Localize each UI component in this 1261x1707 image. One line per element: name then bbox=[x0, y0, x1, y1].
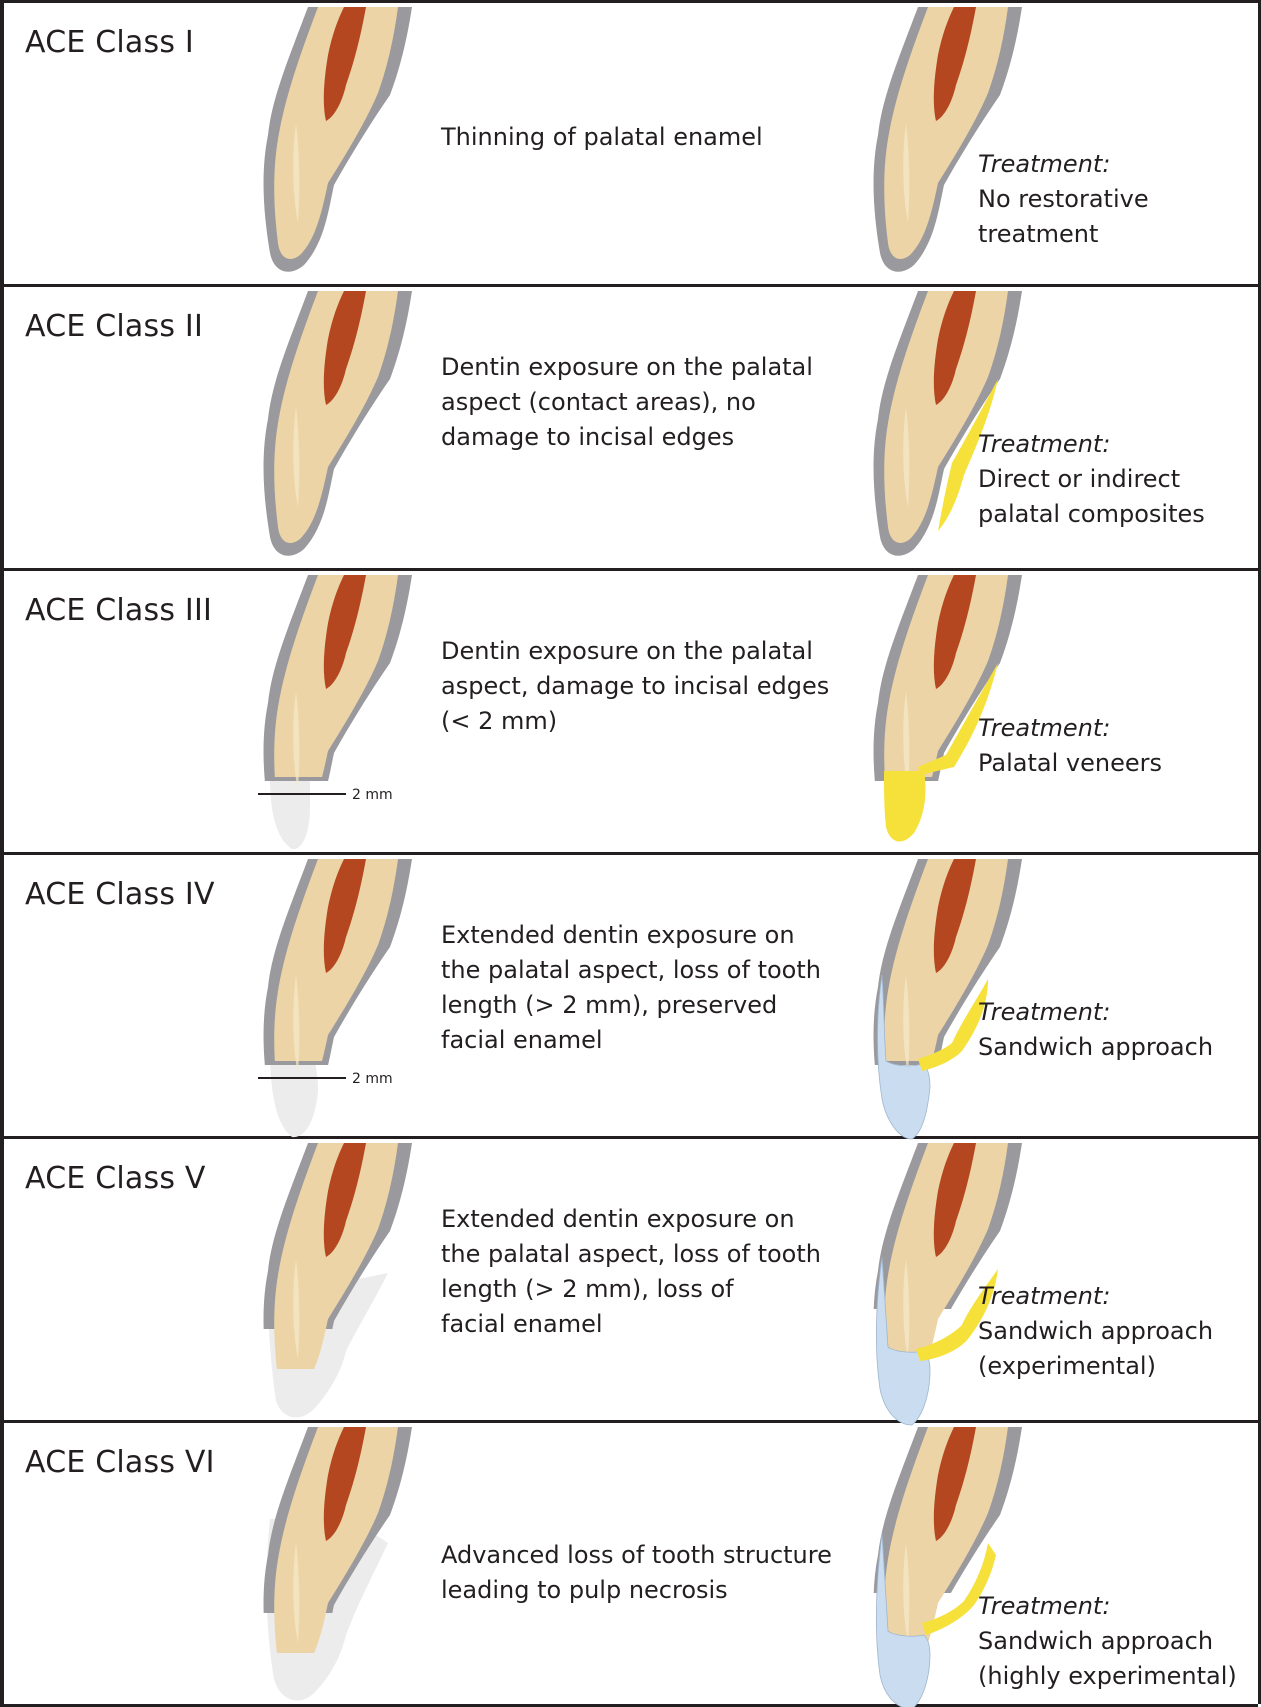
class-row: ACE Class IV 2 mm Extended dentin exposure… bbox=[0, 855, 1258, 1139]
measurement-label: 2 mm bbox=[352, 787, 393, 803]
class-row: ACE Class II Dentin exposure on the palat… bbox=[0, 287, 1258, 571]
tooth-before-illustration bbox=[262, 287, 422, 571]
class-label: ACE Class IV bbox=[25, 877, 215, 912]
class-description: Dentin exposure on the palatalaspect, da… bbox=[441, 634, 851, 739]
description-line: facial enamel bbox=[441, 1307, 851, 1342]
treatment-line: No restorative bbox=[978, 182, 1149, 217]
description-line: Dentin exposure on the palatal bbox=[441, 350, 851, 385]
description-line: Dentin exposure on the palatal bbox=[441, 634, 851, 669]
tooth-before-illustration: 2 mm bbox=[262, 855, 422, 1139]
description-line: damage to incisal edges bbox=[441, 420, 851, 455]
description-line: Advanced loss of tooth structure bbox=[441, 1538, 851, 1573]
treatment-line: Direct or indirect bbox=[978, 462, 1205, 497]
treatment-text: Treatment:Palatal veneers bbox=[978, 711, 1162, 781]
tooth-before-illustration bbox=[262, 1423, 422, 1707]
treatment-text: Treatment:Sandwich approach(experimental… bbox=[978, 1279, 1213, 1384]
description-line: Thinning of palatal enamel bbox=[441, 120, 851, 155]
treatment-heading: Treatment: bbox=[978, 1589, 1237, 1624]
description-line: aspect, damage to incisal edges bbox=[441, 669, 851, 704]
description-line: length (> 2 mm), preserved bbox=[441, 988, 851, 1023]
treatment-line: Sandwich approach bbox=[978, 1314, 1213, 1349]
treatment-text: Treatment:Sandwich approach bbox=[978, 995, 1213, 1065]
class-label: ACE Class II bbox=[25, 309, 203, 344]
lost-incisal-structure bbox=[270, 779, 310, 849]
treatment-line: (highly experimental) bbox=[978, 1659, 1237, 1694]
class-description: Thinning of palatal enamel bbox=[441, 120, 851, 155]
description-line: length (> 2 mm), loss of bbox=[441, 1272, 851, 1307]
class-label: ACE Class V bbox=[25, 1161, 206, 1196]
description-line: Extended dentin exposure on bbox=[441, 1202, 851, 1237]
treatment-heading: Treatment: bbox=[978, 427, 1205, 462]
treatment-heading: Treatment: bbox=[978, 1279, 1213, 1314]
treatment-line: treatment bbox=[978, 217, 1149, 252]
class-label: ACE Class III bbox=[25, 593, 212, 628]
description-line: the palatal aspect, loss of tooth bbox=[441, 953, 851, 988]
treatment-heading: Treatment: bbox=[978, 147, 1149, 182]
tooth-before-illustration: 2 mm bbox=[262, 571, 422, 855]
description-line: (< 2 mm) bbox=[441, 704, 851, 739]
description-line: Extended dentin exposure on bbox=[441, 918, 851, 953]
class-label: ACE Class I bbox=[25, 25, 194, 60]
treatment-line: Sandwich approach bbox=[978, 1030, 1213, 1065]
treatment-line: (experimental) bbox=[978, 1349, 1213, 1384]
tooth-before-illustration bbox=[262, 3, 422, 287]
treatment-line: Sandwich approach bbox=[978, 1624, 1237, 1659]
treatment-heading: Treatment: bbox=[978, 995, 1213, 1030]
treatment-text: Treatment:Sandwich approach(highly exper… bbox=[978, 1589, 1237, 1694]
class-row: ACE Class VI Advanced loss of tooth struc… bbox=[0, 1423, 1258, 1707]
description-line: facial enamel bbox=[441, 1023, 851, 1058]
class-row: ACE Class III 2 mm Dentin exposure on the … bbox=[0, 571, 1258, 855]
description-line: aspect (contact areas), no bbox=[441, 385, 851, 420]
treatment-line: palatal composites bbox=[978, 497, 1205, 532]
description-line: the palatal aspect, loss of tooth bbox=[441, 1237, 851, 1272]
treatment-line: Palatal veneers bbox=[978, 746, 1162, 781]
measurement-label: 2 mm bbox=[352, 1071, 393, 1087]
description-line: leading to pulp necrosis bbox=[441, 1573, 851, 1608]
treatment-heading: Treatment: bbox=[978, 711, 1162, 746]
incisal-veneer bbox=[884, 771, 926, 842]
tooth-before-illustration bbox=[262, 1139, 422, 1423]
class-label: ACE Class VI bbox=[25, 1445, 215, 1480]
